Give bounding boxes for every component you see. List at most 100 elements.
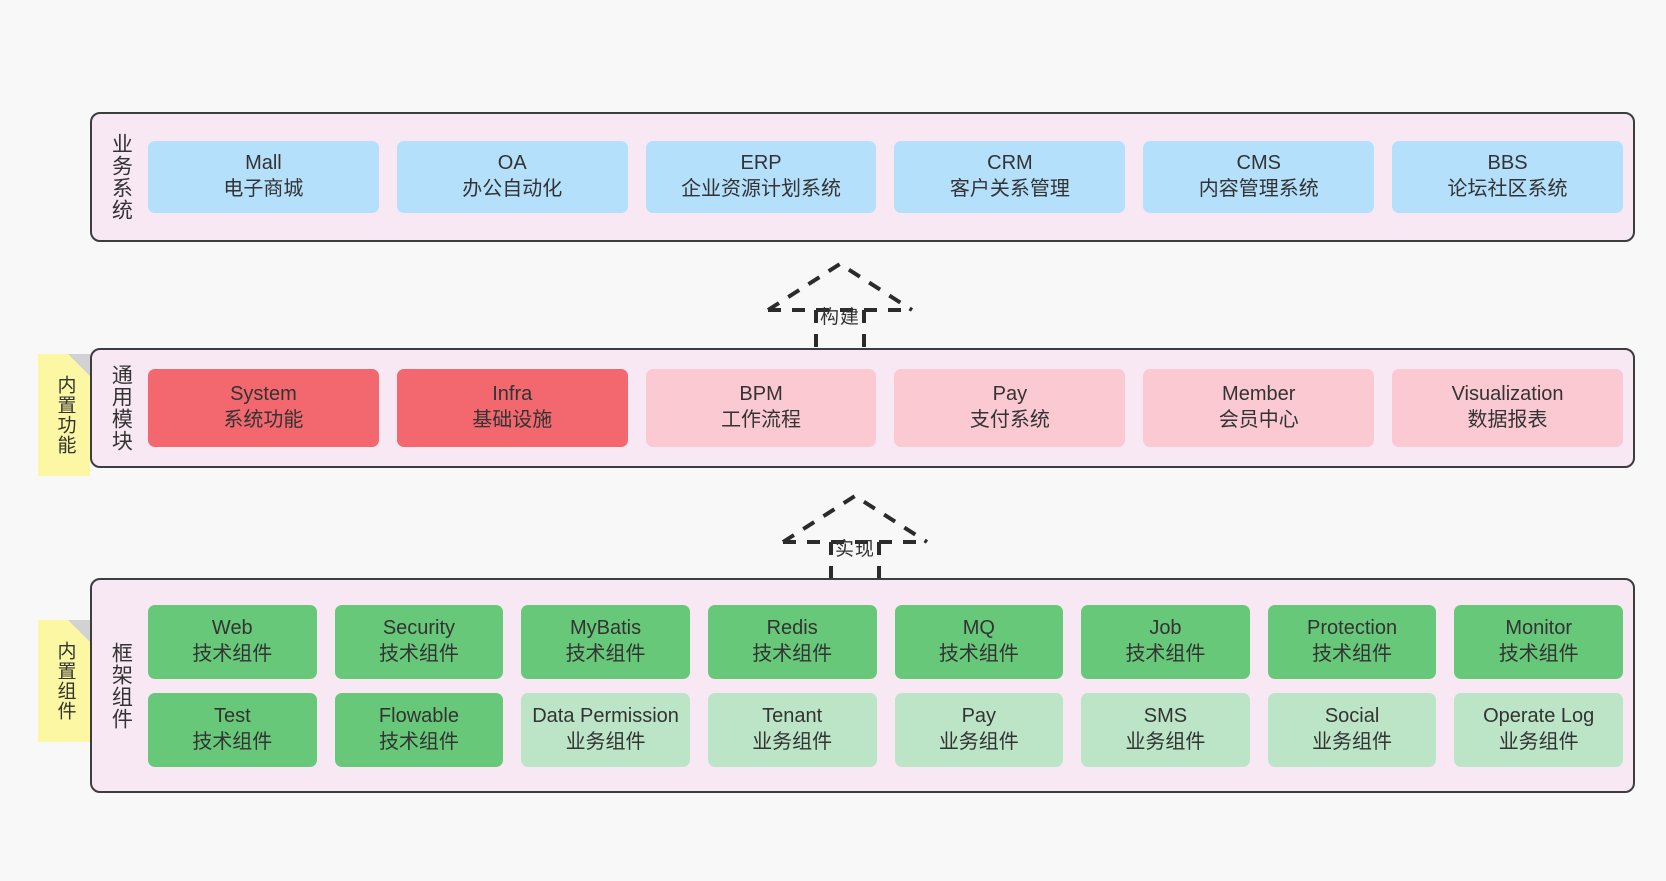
card-pay[interactable]: Pay 支付系统 xyxy=(894,369,1126,447)
layer-framework-component: 框架组件 Web 技术组件 Security 技术组件 MyBatis 技术组件… xyxy=(90,578,1635,793)
connector-build: 构建 xyxy=(760,258,920,354)
card-visualization[interactable]: Visualization 数据报表 xyxy=(1392,369,1623,447)
card-job[interactable]: Job 技术组件 xyxy=(1081,604,1250,679)
card-title: MyBatis xyxy=(570,616,642,639)
note-builtin-components: 内置组件 xyxy=(38,620,90,742)
card-subtitle: 内容管理系统 xyxy=(1198,178,1319,200)
card-subtitle: 业务组件 xyxy=(1498,730,1579,753)
card-subtitle: 业务组件 xyxy=(938,730,1019,753)
card-pay-business[interactable]: Pay 业务组件 xyxy=(894,692,1064,767)
card-subtitle: 技术组件 xyxy=(1312,642,1393,665)
card-title: BPM xyxy=(739,383,783,406)
card-subtitle: 业务组件 xyxy=(1125,730,1206,753)
card-subtitle: 技术组件 xyxy=(192,730,273,753)
card-subtitle: 技术组件 xyxy=(752,642,833,665)
card-protection[interactable]: Protection 技术组件 xyxy=(1267,604,1437,679)
card-title: ERP xyxy=(740,152,782,175)
layer-title-common-module: 通用模块 xyxy=(109,364,133,452)
card-title: CRM xyxy=(987,152,1033,175)
layer-common-module: 通用模块 System 系统功能 Infra 基础设施 BPM 工作流程 Pay… xyxy=(90,348,1635,468)
card-title: Security xyxy=(382,616,456,639)
card-flowable[interactable]: Flowable 技术组件 xyxy=(334,692,504,767)
card-subtitle: 技术组件 xyxy=(938,642,1019,665)
card-subtitle: 会员中心 xyxy=(1218,409,1299,431)
card-title: Protection xyxy=(1307,616,1398,639)
card-title: Web xyxy=(211,616,253,639)
card-mq[interactable]: MQ 技术组件 xyxy=(894,604,1064,679)
card-subtitle: 业务组件 xyxy=(1312,730,1393,753)
card-subtitle: 业务组件 xyxy=(565,730,646,753)
card-title: Monitor xyxy=(1505,616,1573,639)
card-oa[interactable]: OA 办公自动化 xyxy=(396,141,628,213)
card-subtitle: 技术组件 xyxy=(1125,642,1206,665)
card-mybatis[interactable]: MyBatis 技术组件 xyxy=(521,604,690,679)
note-label: 内置组件 xyxy=(54,641,76,721)
connector-label: 实现 xyxy=(834,539,875,560)
card-title: OA xyxy=(497,152,527,175)
card-infra[interactable]: Infra 基础设施 xyxy=(396,369,628,447)
card-monitor[interactable]: Monitor 技术组件 xyxy=(1454,604,1623,679)
card-data-permission[interactable]: Data Permission 业务组件 xyxy=(521,692,690,767)
card-operate-log[interactable]: Operate Log 业务组件 xyxy=(1454,692,1623,767)
card-title: Mall xyxy=(245,152,282,175)
card-redis[interactable]: Redis 技术组件 xyxy=(707,604,877,679)
card-test[interactable]: Test 技术组件 xyxy=(148,692,317,767)
layer-body-framework-component: Web 技术组件 Security 技术组件 MyBatis 技术组件 Redi… xyxy=(148,580,1633,791)
card-title: Test xyxy=(213,704,251,727)
layer-business-system: 业务系统 Mall 电子商城 OA 办公自动化 ERP 企业资源计划系统 CRM… xyxy=(90,112,1635,242)
card-subtitle: 技术组件 xyxy=(1498,642,1579,665)
card-cms[interactable]: CMS 内容管理系统 xyxy=(1143,141,1375,213)
card-title: MQ xyxy=(962,616,995,639)
layer-title-framework-component: 框架组件 xyxy=(109,641,133,730)
note-builtin-functions: 内置功能 xyxy=(38,354,90,476)
layer-body-common-module: System 系统功能 Infra 基础设施 BPM 工作流程 Pay 支付系统… xyxy=(148,350,1633,466)
card-title: Flowable xyxy=(378,704,459,727)
layer-body-business-system: Mall 电子商城 OA 办公自动化 ERP 企业资源计划系统 CRM 客户关系… xyxy=(148,114,1633,240)
card-web[interactable]: Web 技术组件 xyxy=(148,604,317,679)
connector-label: 构建 xyxy=(819,307,860,328)
card-erp[interactable]: ERP 企业资源计划系统 xyxy=(645,141,877,213)
card-subtitle: 企业资源计划系统 xyxy=(681,178,842,200)
card-member[interactable]: Member 会员中心 xyxy=(1143,369,1375,447)
layer-title-business-system: 业务系统 xyxy=(109,133,133,221)
card-subtitle: 业务组件 xyxy=(752,730,833,753)
card-title: Pay xyxy=(961,704,997,727)
card-title: Member xyxy=(1222,383,1296,406)
card-crm[interactable]: CRM 客户关系管理 xyxy=(894,141,1126,213)
card-subtitle: 工作流程 xyxy=(721,409,802,431)
card-subtitle: 技术组件 xyxy=(565,642,646,665)
card-social[interactable]: Social 业务组件 xyxy=(1267,692,1437,767)
card-row: Test 技术组件 Flowable 技术组件 Data Permission … xyxy=(148,692,1623,767)
card-bpm[interactable]: BPM 工作流程 xyxy=(645,369,877,447)
card-subtitle: 论坛社区系统 xyxy=(1447,178,1568,200)
card-title: System xyxy=(230,383,297,406)
card-row: System 系统功能 Infra 基础设施 BPM 工作流程 Pay 支付系统… xyxy=(148,369,1623,447)
card-title: Data Permission xyxy=(532,704,679,727)
card-system[interactable]: System 系统功能 xyxy=(148,369,379,447)
card-title: Tenant xyxy=(762,704,823,727)
card-mall[interactable]: Mall 电子商城 xyxy=(148,141,379,213)
card-bbs[interactable]: BBS 论坛社区系统 xyxy=(1392,141,1623,213)
card-row: Web 技术组件 Security 技术组件 MyBatis 技术组件 Redi… xyxy=(148,604,1623,679)
note-label: 内置功能 xyxy=(54,375,76,455)
card-row: Mall 电子商城 OA 办公自动化 ERP 企业资源计划系统 CRM 客户关系… xyxy=(148,141,1623,213)
card-subtitle: 技术组件 xyxy=(192,642,273,665)
card-sms[interactable]: SMS 业务组件 xyxy=(1081,692,1250,767)
card-title: Redis xyxy=(766,616,818,639)
card-title: BBS xyxy=(1487,152,1528,175)
card-subtitle: 办公自动化 xyxy=(462,178,563,200)
card-security[interactable]: Security 技术组件 xyxy=(334,604,504,679)
card-title: Visualization xyxy=(1451,383,1564,406)
card-title: SMS xyxy=(1143,704,1188,727)
card-subtitle: 数据报表 xyxy=(1467,409,1548,431)
card-subtitle: 技术组件 xyxy=(378,730,459,753)
card-title: Pay xyxy=(992,383,1028,406)
card-subtitle: 客户关系管理 xyxy=(949,178,1070,200)
card-title: Infra xyxy=(492,383,533,406)
card-title: Job xyxy=(1149,616,1182,639)
card-tenant[interactable]: Tenant 业务组件 xyxy=(707,692,877,767)
card-title: CMS xyxy=(1236,152,1281,175)
card-subtitle: 基础设施 xyxy=(472,409,553,431)
connector-implement: 实现 xyxy=(775,490,935,586)
